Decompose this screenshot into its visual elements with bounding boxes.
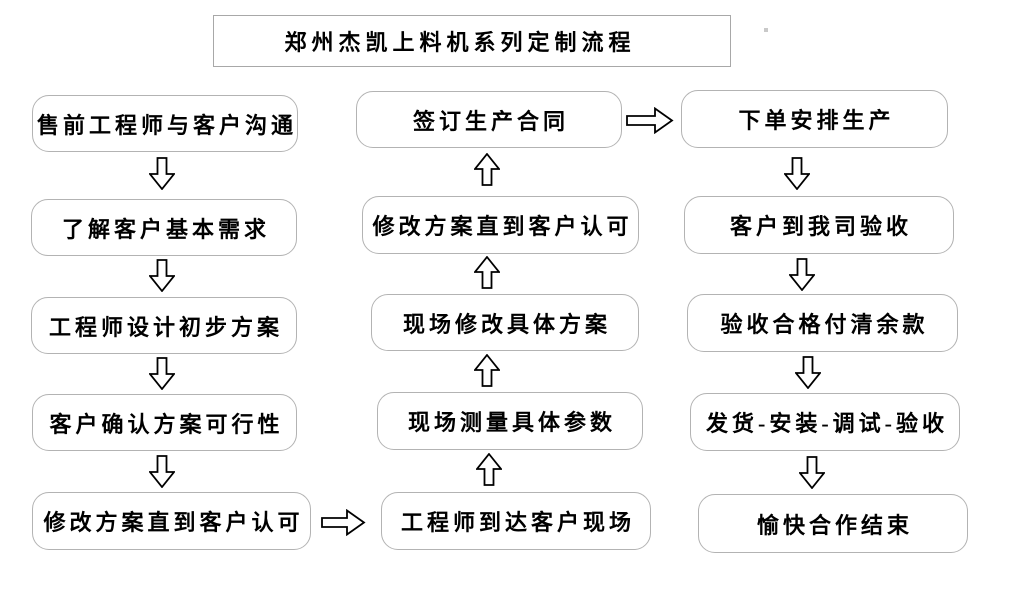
up-arrow-icon — [474, 153, 500, 186]
flow-step-onsite-measure-params: 现场测量具体参数 — [377, 392, 643, 450]
flow-step-label: 愉快合作结束 — [756, 512, 913, 538]
flow-step-label: 工程师设计初步方案 — [48, 314, 283, 340]
flow-step-order-production: 下单安排生产 — [681, 90, 948, 148]
flow-step-initial-design: 工程师设计初步方案 — [31, 297, 297, 354]
flow-step-engineer-arrives-site: 工程师到达客户现场 — [381, 492, 651, 550]
flow-step-label: 客户确认方案可行性 — [49, 411, 284, 437]
flow-step-customer-acceptance: 客户到我司验收 — [684, 196, 954, 254]
up-arrow-icon — [474, 354, 500, 387]
flow-step-label: 售前工程师与客户沟通 — [37, 112, 298, 138]
down-arrow-icon — [149, 259, 175, 292]
flow-step-onsite-revise-plan: 现场修改具体方案 — [371, 294, 639, 351]
right-arrow-icon — [626, 107, 674, 134]
down-arrow-icon — [789, 258, 815, 291]
flow-step-label: 下单安排生产 — [738, 108, 895, 133]
flow-step-label: 签订生产合同 — [412, 108, 569, 134]
flow-step-label: 工程师到达客户现场 — [400, 510, 635, 535]
flowchart-title: 郑州杰凯上料机系列定制流程 — [284, 30, 636, 55]
flow-step-pay-balance: 验收合格付清余款 — [687, 294, 958, 352]
flow-step-label: 现场修改具体方案 — [402, 311, 611, 337]
flow-step-revise-until-approved-1: 修改方案直到客户认可 — [32, 492, 311, 550]
down-arrow-icon — [795, 356, 821, 389]
down-arrow-icon — [784, 157, 810, 190]
flow-step-understand-needs: 了解客户基本需求 — [31, 199, 297, 256]
flow-step-label: 客户到我司验收 — [729, 214, 912, 239]
down-arrow-icon — [149, 455, 175, 488]
right-arrow-icon — [321, 509, 366, 536]
up-arrow-icon — [476, 453, 502, 486]
flow-step-label: 验收合格付清余款 — [720, 312, 929, 337]
down-arrow-icon — [799, 456, 825, 489]
flow-step-happy-cooperation-end: 愉快合作结束 — [698, 494, 968, 553]
down-arrow-icon — [149, 157, 175, 190]
stray-mark — [764, 28, 768, 32]
flow-step-label: 修改方案直到客户认可 — [43, 510, 304, 535]
flow-step-presale-communication: 售前工程师与客户沟通 — [32, 95, 298, 152]
up-arrow-icon — [474, 256, 500, 289]
down-arrow-icon — [149, 357, 175, 390]
flow-step-label: 发货-安装-调试-验收 — [706, 411, 948, 436]
flow-step-confirm-feasibility: 客户确认方案可行性 — [32, 394, 297, 451]
flow-step-label: 了解客户基本需求 — [61, 216, 270, 242]
flow-step-ship-install-debug-accept: 发货-安装-调试-验收 — [690, 393, 960, 451]
flow-step-sign-contract: 签订生产合同 — [356, 91, 622, 148]
flowchart-title-box: 郑州杰凯上料机系列定制流程 — [213, 15, 731, 67]
flow-step-label: 修改方案直到客户认可 — [372, 214, 633, 239]
flow-step-revise-until-approved-2: 修改方案直到客户认可 — [362, 196, 639, 254]
flow-step-label: 现场测量具体参数 — [407, 410, 616, 435]
